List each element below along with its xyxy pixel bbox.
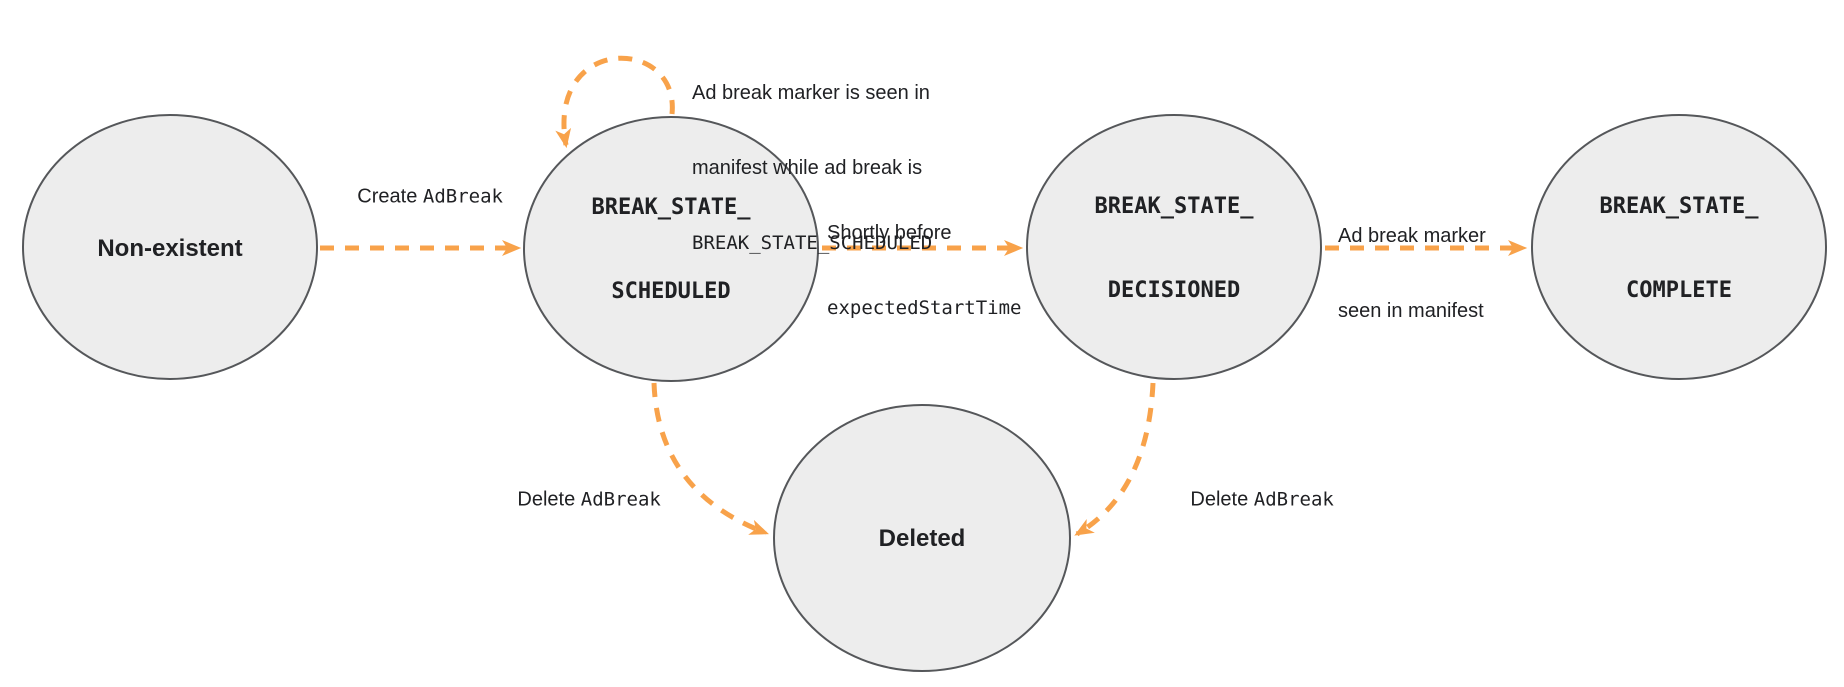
edge-label-code: BREAK_STATE_SCHEDULED <box>692 232 933 254</box>
edge-label-text: seen in manifest <box>1338 300 1484 322</box>
edge-label-shortly-before: Shortly before expectedStartTime <box>827 171 1021 371</box>
edge-self-loop-scheduled-arrow <box>555 55 675 149</box>
state-label-line: BREAK_STATE_ <box>1094 194 1254 219</box>
state-label-line: COMPLETE <box>1626 278 1732 303</box>
edge-label-marker-seen: Ad break marker seen in manifest <box>1338 174 1486 374</box>
state-label-line: DECISIONED <box>1107 278 1241 303</box>
state-label-line: BREAK_STATE_ <box>591 195 751 220</box>
edge-label-code: AdBreak <box>580 488 661 511</box>
state-label-break-state-complete: BREAK_STATE_ COMPLETE <box>1600 137 1759 361</box>
edge-scheduled-to-deleted-arrow <box>651 382 769 536</box>
state-circle-break-state-scheduled <box>523 116 819 382</box>
edge-label-code: expectedStartTime <box>827 297 1022 319</box>
edge-label-create-adbreak: Create AdBreak <box>335 160 503 235</box>
edge-label-text: Delete <box>1190 488 1254 511</box>
state-label-line: SCHEDULED <box>611 279 731 304</box>
state-label-line: BREAK_STATE_ <box>1599 194 1759 219</box>
edge-label-text: Create <box>357 185 423 208</box>
state-circle-break-state-decisioned <box>1026 114 1322 380</box>
edge-label-text: Ad break marker is seen in <box>692 82 930 104</box>
state-circle-break-state-complete <box>1531 114 1827 380</box>
state-label-non-existent: Non-existent <box>97 235 243 262</box>
edge-label-code: AdBreak <box>1253 488 1334 511</box>
edge-label-text: Delete <box>517 488 581 511</box>
edge-label-text: Shortly before <box>827 222 952 244</box>
state-label-break-state-decisioned: BREAK_STATE_ DECISIONED <box>1095 137 1254 361</box>
edge-label-delete-adbreak-right: Delete AdBreak <box>1168 463 1334 538</box>
edge-decisioned-to-deleted-arrow <box>1074 382 1156 537</box>
state-circle-deleted <box>773 404 1071 672</box>
edge-label-text: manifest while ad break is <box>692 157 923 179</box>
edge-label-text: Ad break marker <box>1338 225 1486 247</box>
edge-label-delete-adbreak-left: Delete AdBreak <box>495 463 661 538</box>
edge-label-self-loop: Ad break marker is seen in manifest whil… <box>692 31 932 306</box>
state-circle-non-existent <box>22 114 318 380</box>
edge-label-code: AdBreak <box>422 185 503 208</box>
state-label-deleted: Deleted <box>878 525 966 552</box>
state-label-break-state-scheduled: BREAK_STATE_ SCHEDULED <box>592 138 751 362</box>
